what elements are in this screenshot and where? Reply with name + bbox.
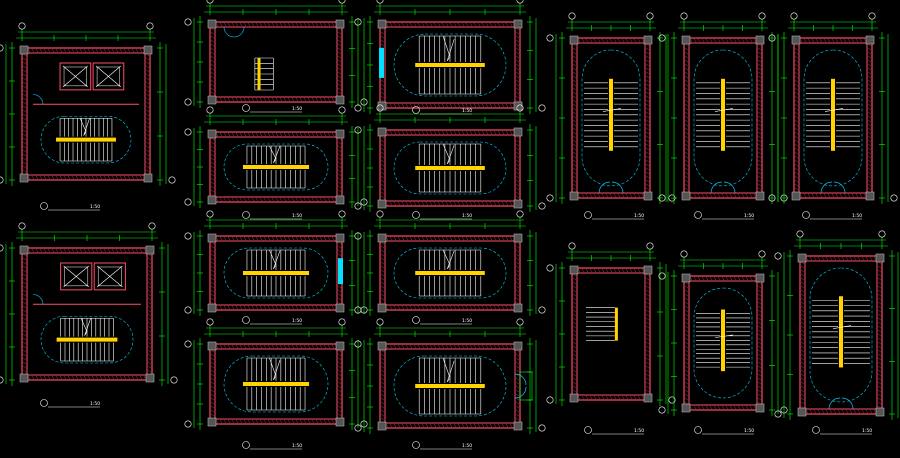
panel-scale-label: 1:50 — [292, 213, 302, 219]
panel-caption: 1:50 — [802, 211, 862, 220]
panel-scale-label: 1:50 — [744, 213, 754, 219]
panel-scale-label: 1:50 — [862, 428, 872, 434]
stair-plan-panel: 1:50 — [546, 12, 676, 220]
panel-scale-label: 1:50 — [90, 401, 100, 407]
panel-scale-label: 1:50 — [634, 213, 644, 219]
panel-caption: 1:50 — [584, 211, 644, 220]
stair-plan-panel: 1:50 — [0, 222, 178, 408]
panel-caption: 1:50 — [412, 316, 472, 325]
stair-plan-panel: 1:50 — [768, 12, 898, 220]
stair-plan-panel: 1:50 — [354, 318, 546, 450]
panel-scale-label: 1:50 — [292, 106, 302, 112]
panel-scale-label: 1:50 — [744, 428, 754, 434]
panel-caption: 1:50 — [242, 104, 302, 113]
stair-plan-panel: 1:50 — [184, 318, 368, 450]
stair-plan-panel: 1:50 — [354, 210, 546, 325]
panel-caption: 1:50 — [584, 426, 644, 435]
stair-plan-panel: 1:50 — [774, 230, 899, 435]
stair-plan-panel: 1:50 — [184, 0, 368, 113]
stair-plan-panel: 1:50 — [184, 106, 368, 220]
panel-scale-label: 1:50 — [852, 213, 862, 219]
panel-caption: 1:50 — [242, 211, 302, 220]
panel-scale-label: 1:50 — [462, 108, 472, 114]
panel-scale-label: 1:50 — [90, 204, 100, 210]
panel-caption: 1:50 — [412, 211, 472, 220]
stair-plan-panel: 1:50 — [0, 22, 176, 211]
panel-scale-label: 1:50 — [292, 318, 302, 324]
panel-caption: 1:50 — [412, 441, 472, 450]
panel-caption: 1:50 — [242, 441, 302, 450]
panel-caption: 1:50 — [40, 399, 100, 408]
panel-scale-label: 1:50 — [462, 443, 472, 449]
panel-scale-label: 1:50 — [292, 443, 302, 449]
panel-caption: 1:50 — [694, 211, 754, 220]
panel-scale-label: 1:50 — [462, 213, 472, 219]
stair-plan-panel: 1:50 — [354, 0, 546, 115]
stair-plan-panel: 1:50 — [546, 242, 676, 435]
panel-caption: 1:50 — [694, 426, 754, 435]
stair-plan-panel: 1:50 — [354, 104, 546, 220]
stair-plan-panel: 1:50 — [658, 12, 788, 220]
panel-caption: 1:50 — [40, 202, 100, 211]
stair-plan-panel: 1:50 — [184, 210, 368, 325]
stair-plan-panel: 1:50 — [658, 250, 788, 435]
panel-scale-label: 1:50 — [462, 318, 472, 324]
panel-scale-label: 1:50 — [634, 428, 644, 434]
panel-caption: 1:50 — [812, 426, 872, 435]
panel-caption: 1:50 — [242, 316, 302, 325]
